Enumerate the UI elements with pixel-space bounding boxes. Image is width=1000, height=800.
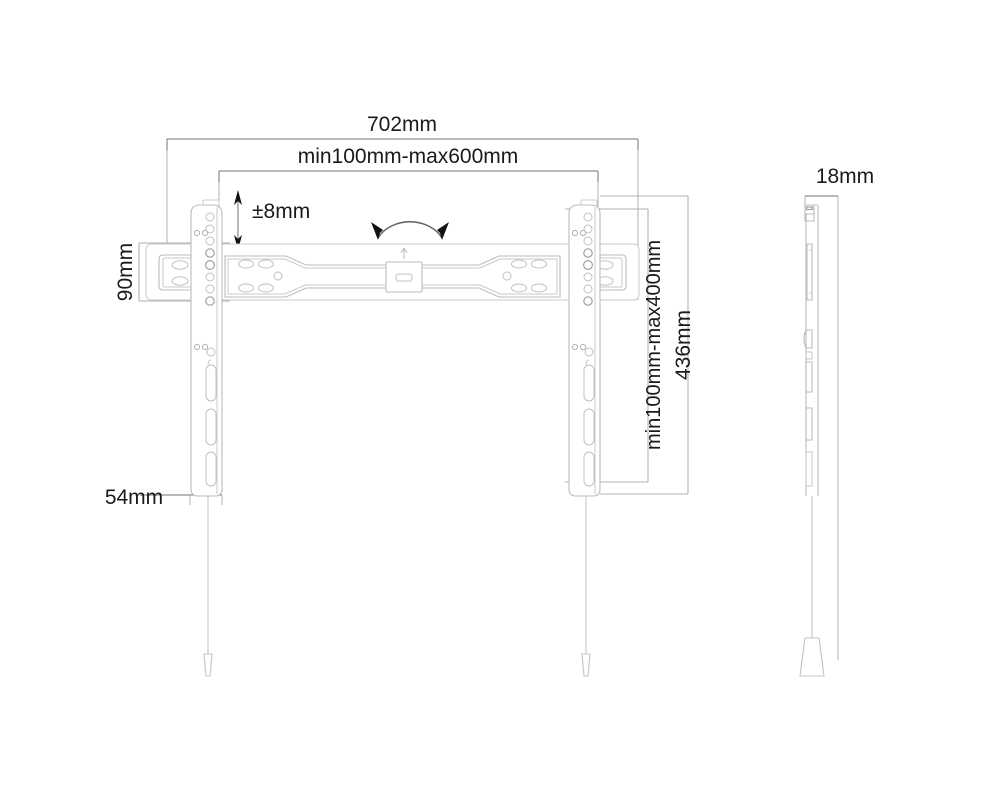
label-pattern-width: min100mm-max600mm: [298, 145, 519, 168]
label-rail-height: 90mm: [114, 243, 137, 301]
label-overall-height: 436mm: [672, 310, 695, 380]
wall-rail-assembly: [145, 243, 640, 301]
rail-right-endplate: [574, 254, 627, 291]
left-pull-cord: [203, 496, 213, 677]
right-vertical-bracket: [568, 199, 601, 497]
dimension-vertical-adjust: [234, 190, 242, 250]
right-pull-cord: [581, 496, 591, 677]
center-lock-block: [385, 247, 423, 293]
label-depth: 18mm: [816, 165, 874, 188]
dimension-overall-height: [600, 195, 689, 495]
label-overall-width: 702mm: [367, 113, 437, 136]
side-view-profile: [799, 204, 825, 677]
tilt-rotation-arc: [371, 221, 449, 240]
dimension-depth: [804, 195, 839, 660]
label-bracket-width: 54mm: [105, 486, 163, 509]
label-pattern-height: min100mm-max400mm: [643, 240, 665, 450]
label-vertical-adjust: ±8mm: [252, 200, 310, 223]
left-vertical-bracket: [190, 199, 223, 497]
